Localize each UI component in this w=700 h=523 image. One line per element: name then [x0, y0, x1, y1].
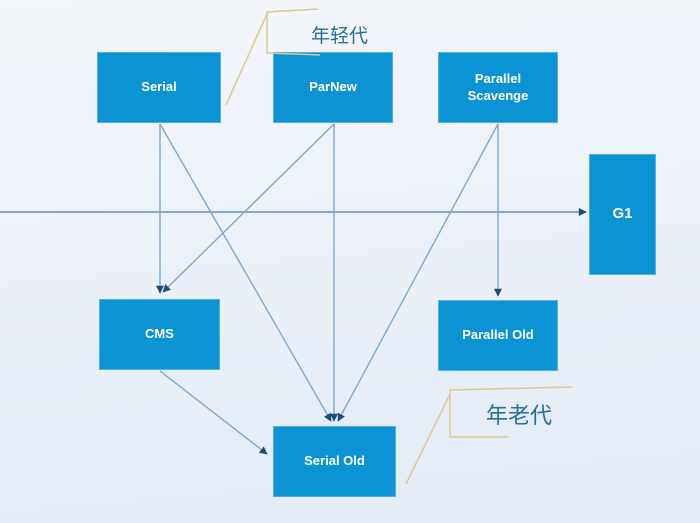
node-serial-label: Serial	[141, 79, 177, 95]
node-parnew-label: ParNew	[309, 79, 357, 95]
node-cms-label: CMS	[145, 326, 174, 342]
node-parallel-old[interactable]: Parallel Old	[438, 300, 558, 371]
node-serial[interactable]: Serial	[97, 52, 221, 123]
node-g1-label: G1	[612, 205, 633, 223]
edge-cms-to-serial-old	[159, 370, 268, 455]
node-serial-old[interactable]: Serial Old	[273, 426, 396, 497]
node-parallel-scavenge-label: Parallel Scavenge	[467, 71, 529, 103]
node-g1[interactable]: G1	[589, 154, 656, 275]
young-generation-label: 年轻代	[311, 26, 369, 47]
node-parallel-old-label: Parallel Old	[462, 327, 534, 343]
old-generation-label: 年老代	[486, 403, 553, 428]
young-gen-callout-pointer	[225, 13, 268, 106]
node-serial-old-label: Serial Old	[304, 453, 365, 469]
edge-parallel-scavenge-to-serial-old	[337, 123, 499, 422]
old-gen-callout-pointer	[405, 393, 451, 485]
node-cms[interactable]: CMS	[99, 299, 220, 370]
node-parnew[interactable]: ParNew	[273, 52, 393, 123]
node-parallel-scavenge[interactable]: Parallel Scavenge	[438, 52, 558, 123]
edge-parnew-to-cms	[162, 123, 335, 293]
edge-serial-to-serial-old	[159, 123, 332, 422]
